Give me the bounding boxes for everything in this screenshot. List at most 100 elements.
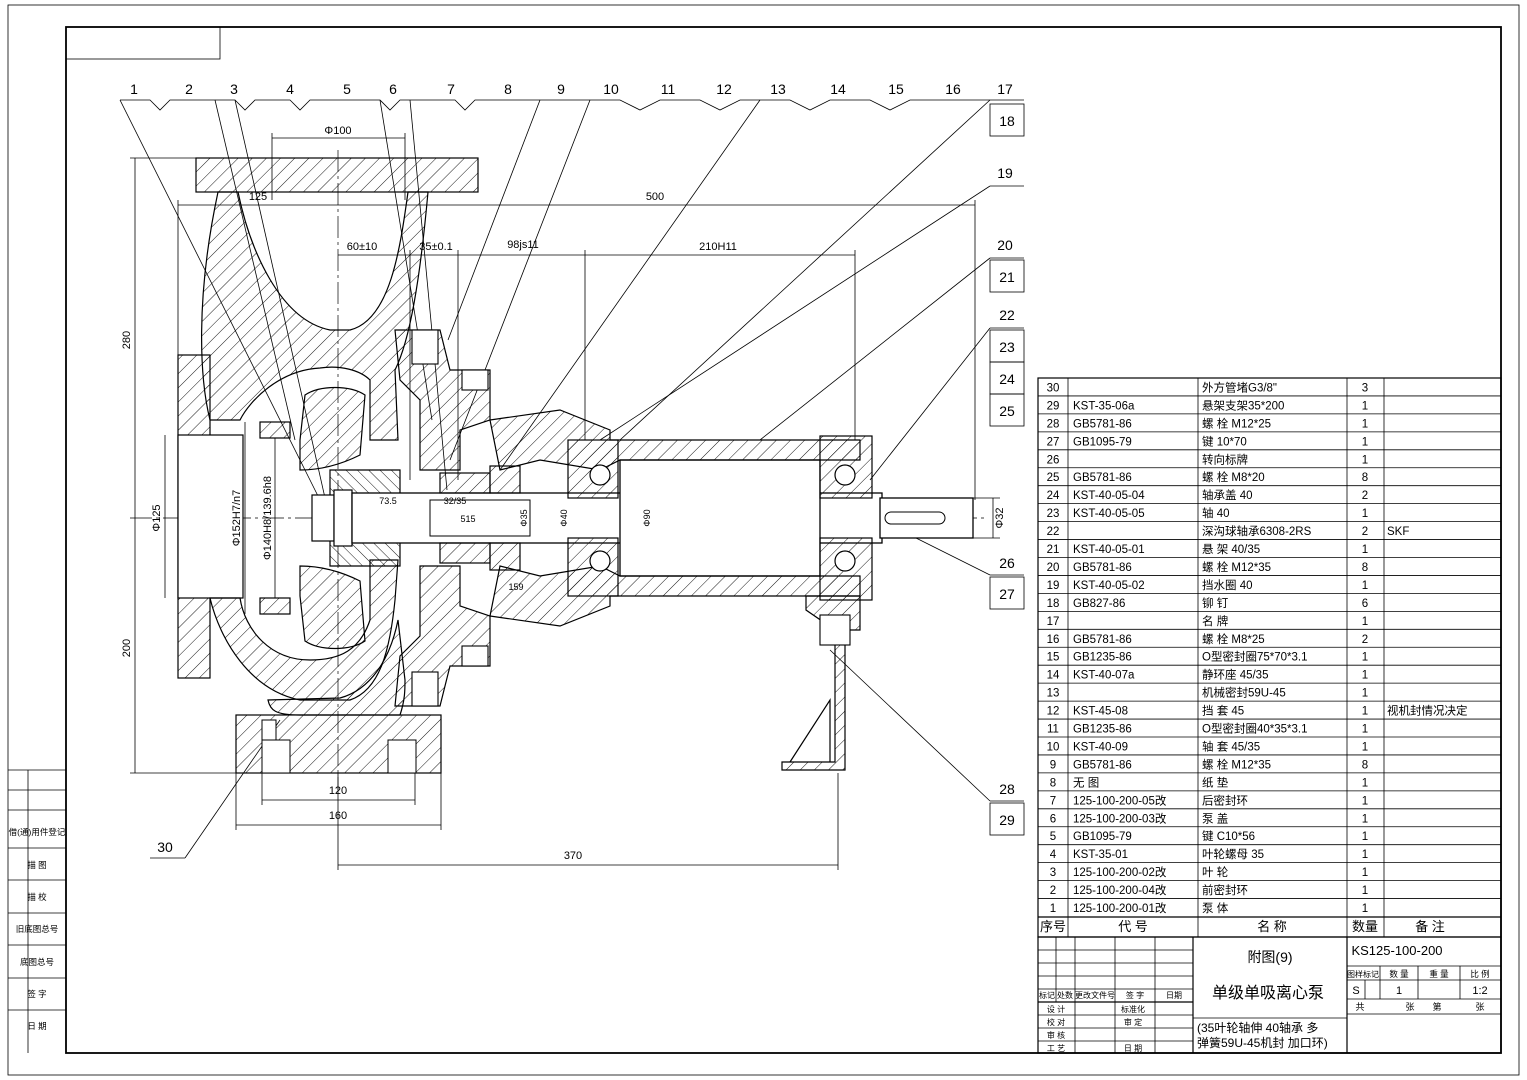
parts-cell-name: 螺 栓 M8*25 bbox=[1202, 632, 1265, 646]
balloon-6: 6 bbox=[389, 81, 397, 97]
sheet-no-label: 第 bbox=[1432, 1001, 1441, 1012]
parts-cell-no: 24 bbox=[1047, 490, 1060, 502]
balloon-1: 1 bbox=[130, 81, 138, 97]
parts-cell-qty: 1 bbox=[1362, 436, 1368, 448]
strip-label: 借(通)用件登记 bbox=[9, 827, 66, 837]
parts-cell-code: 125-100-200-05改 bbox=[1073, 793, 1167, 807]
figure-label: 附图(9) bbox=[1247, 949, 1292, 965]
parts-cell-name: 深沟球轴承6308-2RS bbox=[1202, 524, 1312, 538]
role-label: 标准化 bbox=[1121, 1004, 1145, 1014]
parts-cell-no: 3 bbox=[1050, 867, 1056, 879]
parts-cell-no: 15 bbox=[1047, 652, 1060, 664]
role-label: 设 计 bbox=[1047, 1004, 1065, 1014]
drawing-number: KS125-100-200 bbox=[1351, 943, 1442, 958]
balloon-11: 11 bbox=[661, 81, 676, 97]
parts-cell-code: GB827-86 bbox=[1073, 598, 1125, 610]
dim-text: Φ100 bbox=[324, 125, 351, 137]
parts-cell-name: 螺 栓 M12*35 bbox=[1202, 560, 1271, 574]
rev-col: 签 字 bbox=[1126, 990, 1144, 1000]
dim-text: 32/35 bbox=[444, 496, 467, 506]
parts-cell-name: 铆 钉 bbox=[1202, 596, 1229, 610]
parts-cell-note: SKF bbox=[1387, 526, 1409, 538]
balloon-26: 26 bbox=[999, 555, 1015, 571]
parts-cell-no: 18 bbox=[1047, 598, 1060, 610]
parts-cell-qty: 2 bbox=[1362, 526, 1368, 538]
sheet-total-label: 共 bbox=[1355, 1002, 1364, 1012]
role-label: 审 核 bbox=[1047, 1030, 1065, 1040]
parts-cell-qty: 1 bbox=[1362, 795, 1368, 807]
parts-cell-name: 纸 垫 bbox=[1202, 775, 1229, 789]
parts-cell-name: 挡 套 45 bbox=[1202, 704, 1244, 718]
rev-col: 日期 bbox=[1166, 991, 1182, 1000]
parts-cell-qty: 1 bbox=[1362, 544, 1368, 556]
dim-text: 515 bbox=[460, 514, 475, 524]
strip-label: 描 校 bbox=[27, 892, 47, 902]
parts-cell-name: 轴 40 bbox=[1202, 506, 1230, 520]
parts-cell-name: 外方管堵G3/8" bbox=[1202, 380, 1277, 394]
parts-cell-qty: 1 bbox=[1362, 741, 1368, 753]
balloon-27: 27 bbox=[999, 586, 1015, 602]
parts-cell-qty: 8 bbox=[1362, 562, 1368, 574]
parts-cell-no: 19 bbox=[1047, 580, 1060, 592]
parts-cell-no: 14 bbox=[1047, 670, 1060, 682]
parts-cell-qty: 1 bbox=[1362, 454, 1368, 466]
parts-cell-note: 视机封情况决定 bbox=[1387, 704, 1468, 718]
sample-mark: S bbox=[1352, 985, 1359, 997]
parts-cell-no: 1 bbox=[1050, 903, 1056, 915]
parts-cell-qty: 8 bbox=[1362, 472, 1368, 484]
dim-text: Φ40 bbox=[559, 509, 569, 526]
balloon-18: 18 bbox=[999, 113, 1015, 129]
parts-cell-no: 30 bbox=[1047, 382, 1060, 394]
parts-cell-qty: 1 bbox=[1362, 508, 1368, 520]
parts-cell-name: 机械密封59U-45 bbox=[1202, 686, 1286, 700]
parts-cell-qty: 2 bbox=[1362, 490, 1368, 502]
parts-cell-code: 125-100-200-03改 bbox=[1073, 811, 1167, 825]
rev-col: 处数 bbox=[1057, 990, 1073, 1000]
balloon-12: 12 bbox=[716, 81, 732, 97]
balloon-25: 25 bbox=[999, 403, 1015, 419]
drawing-title: 单级单吸离心泵 bbox=[1212, 984, 1324, 1002]
dim-text: 370 bbox=[564, 850, 582, 862]
parts-cell-name: O型密封圈75*70*3.1 bbox=[1202, 650, 1307, 664]
balloon-17: 17 bbox=[997, 81, 1013, 97]
parts-cell-qty: 1 bbox=[1362, 418, 1368, 430]
parts-cell-name: 叶 轮 bbox=[1202, 865, 1229, 879]
parts-cell-qty: 1 bbox=[1362, 652, 1368, 664]
parts-cell-qty: 1 bbox=[1362, 903, 1368, 915]
dim-text: 200 bbox=[121, 639, 133, 657]
rev-col: 标记 bbox=[1039, 990, 1055, 1000]
dim-text: 500 bbox=[646, 191, 664, 203]
drawing-subtitle: 弹簧59U-45机封 加口环) bbox=[1197, 1035, 1328, 1050]
balloon-numbers-right: 18 19 20 21 22 23 24 25 26 27 28 29 30 bbox=[150, 113, 1015, 859]
parts-cell-qty: 1 bbox=[1362, 777, 1368, 789]
dim-text: Φ125 bbox=[151, 504, 163, 531]
balloon-28: 28 bbox=[999, 781, 1015, 797]
balloon-9: 9 bbox=[557, 81, 565, 97]
parts-cell-qty: 1 bbox=[1362, 580, 1368, 592]
parts-cell-no: 16 bbox=[1047, 634, 1060, 646]
dim-text: 35±0.1 bbox=[419, 241, 453, 253]
parts-cell-code: KST-40-05-01 bbox=[1073, 544, 1145, 556]
parts-cell-code: KST-35-06a bbox=[1073, 400, 1135, 412]
parts-cell-code: KST-35-01 bbox=[1073, 849, 1128, 861]
parts-cell-name: 名 牌 bbox=[1202, 614, 1228, 628]
balloon-21: 21 bbox=[999, 269, 1015, 285]
parts-cell-code: 125-100-200-04改 bbox=[1073, 883, 1167, 897]
parts-cell-no: 17 bbox=[1047, 616, 1060, 628]
parts-cell-name: 叶轮螺母 35 bbox=[1202, 847, 1264, 861]
parts-cell-name: 泵 盖 bbox=[1202, 811, 1228, 825]
strip-label: 底图总号 bbox=[20, 957, 54, 967]
strip-label: 日 期 bbox=[27, 1021, 46, 1031]
dim-text: 73.5 bbox=[379, 496, 397, 506]
balloon-15: 15 bbox=[888, 81, 904, 97]
